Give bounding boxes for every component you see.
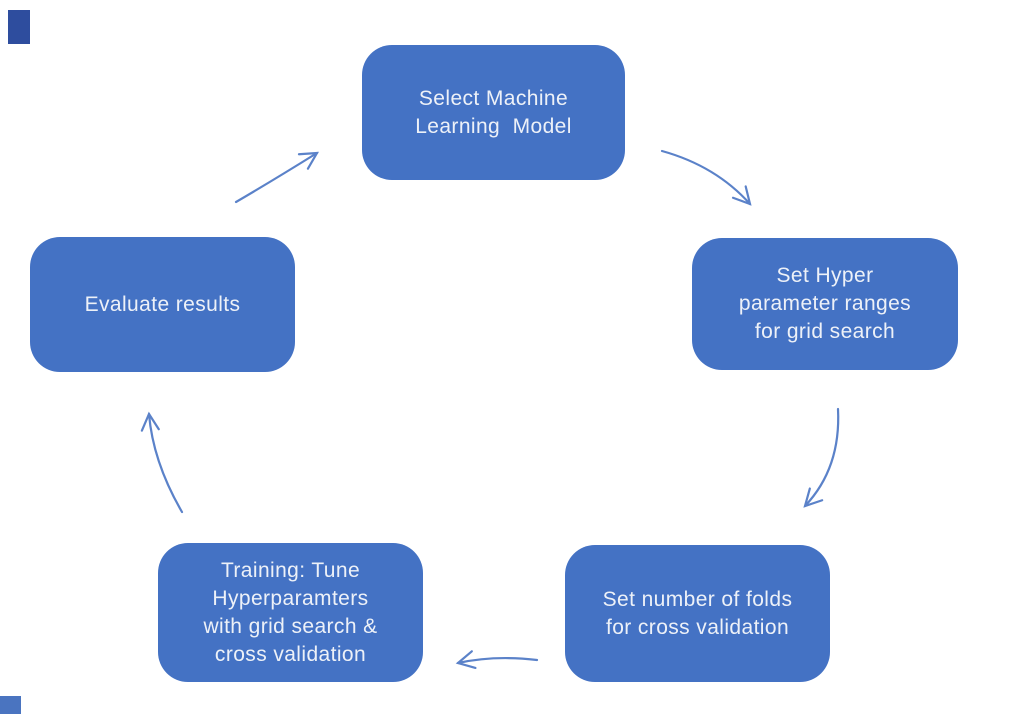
arrow-training-to-evaluate-results [140,411,184,514]
node-select-model: Select Machine Learning Model [362,45,625,180]
arrow-evaluate-results-to-select-model [234,151,319,204]
node-hyperparameter-ranges-label: Set Hyper parameter ranges for grid sear… [738,264,912,343]
arrow-cross-validation-folds-to-training [455,650,539,670]
arrow-hyperparameter-ranges-to-cross-validation-folds [803,407,840,508]
node-select-model-label: Select Machine Learning Model [415,86,572,138]
node-training: Training: Tune Hyperparamters with grid … [158,543,423,682]
slide-edge-artifact-bottom-left [0,696,21,714]
node-evaluate-results-label: Evaluate results [84,292,241,316]
node-hyperparameter-ranges: Set Hyper parameter ranges for grid sear… [692,238,958,370]
node-cross-validation-folds-label: Set number of folds for cross validation [602,587,793,639]
node-evaluate-results: Evaluate results [30,237,295,372]
node-training-label: Training: Tune Hyperparamters with grid … [203,558,378,666]
node-cross-validation-folds: Set number of folds for cross validation [565,545,830,682]
slide-edge-artifact-top-left [8,10,30,44]
arrow-select-model-to-hyperparameter-ranges [660,149,752,206]
